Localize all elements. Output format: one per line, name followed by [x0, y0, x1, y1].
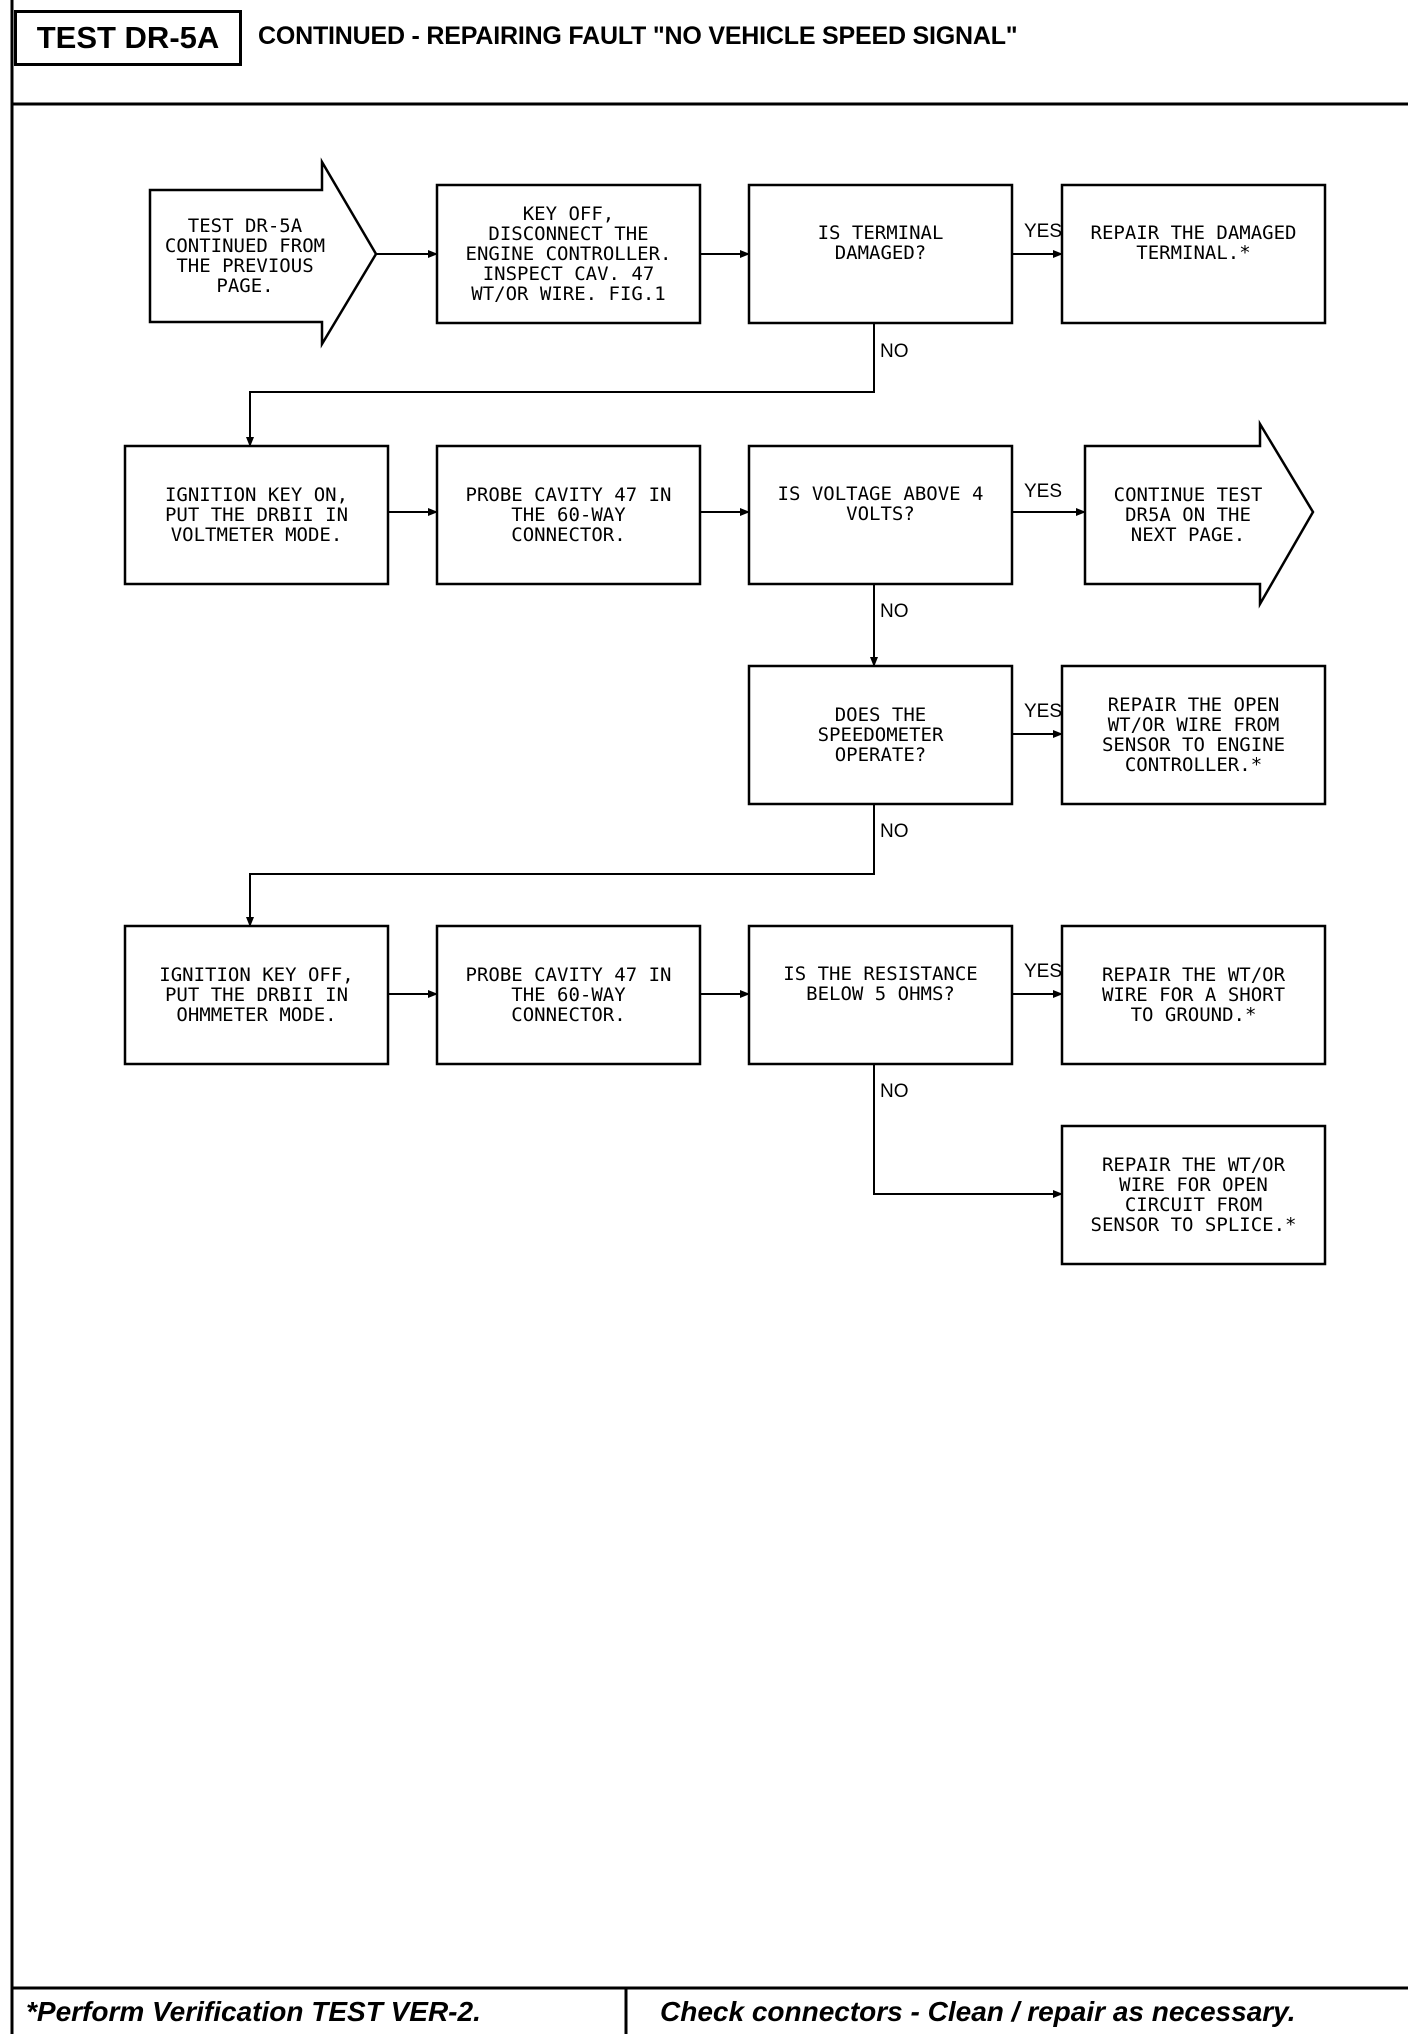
step-key-off: KEY OFF, DISCONNECT THE ENGINE CONTROLLE…	[465, 203, 672, 305]
no-label: NO	[880, 601, 909, 622]
step-probe-resistance: PROBE CAVITY 47 IN THE 60-WAY CONNECTOR.	[465, 964, 672, 1026]
start-node: TEST DR-5A CONTINUED FROM THE PREVIOUS P…	[164, 215, 326, 297]
decision-resistance: IS THE RESISTANCE BELOW 5 OHMS?	[783, 963, 978, 1005]
page-title: CONTINUED - REPAIRING FAULT "NO VEHICLE …	[258, 21, 1018, 50]
yes-label: YES	[1024, 481, 1063, 502]
action-repair-short: REPAIR THE WT/OR WIRE FOR A SHORT TO GRO…	[1101, 964, 1286, 1026]
continue-next-page: CONTINUE TEST DR5A ON THE NEXT PAGE.	[1113, 484, 1263, 546]
no-label: NO	[880, 821, 909, 842]
action-repair-open-wire: REPAIR THE OPEN WT/OR WIRE FROM SENSOR T…	[1101, 694, 1286, 776]
footer-verification-note: *Perform Verification TEST VER-2.	[26, 1996, 481, 2027]
decision-terminal-damaged: IS TERMINAL DAMAGED?	[817, 222, 944, 264]
yes-label: YES	[1024, 701, 1063, 722]
yes-label: YES	[1024, 961, 1063, 982]
yes-label: YES	[1024, 221, 1063, 242]
action-repair-open-circuit: REPAIR THE WT/OR WIRE FOR OPEN CIRCUIT F…	[1090, 1154, 1297, 1236]
start-arrow-shape	[148, 157, 378, 349]
action-repair-terminal: REPAIR THE DAMAGED TERMINAL.*	[1090, 222, 1297, 264]
step-ignition-on: IGNITION KEY ON, PUT THE DRBII IN VOLTME…	[164, 484, 349, 546]
continue-arrow-shape	[1083, 419, 1315, 609]
step-probe-voltage: PROBE CAVITY 47 IN THE 60-WAY CONNECTOR.	[465, 484, 672, 546]
footer-connector-note: Check connectors - Clean / repair as nec…	[660, 1996, 1296, 2027]
test-id-label: TEST DR-5A	[14, 10, 242, 66]
decision-speedometer: DOES THE SPEEDOMETER OPERATE?	[817, 704, 944, 766]
decision-voltage: IS VOLTAGE ABOVE 4 VOLTS?	[777, 483, 984, 525]
no-label: NO	[880, 341, 909, 362]
no-label: NO	[880, 1081, 909, 1102]
step-ignition-off: IGNITION KEY OFF, PUT THE DRBII IN OHMME…	[159, 964, 354, 1026]
